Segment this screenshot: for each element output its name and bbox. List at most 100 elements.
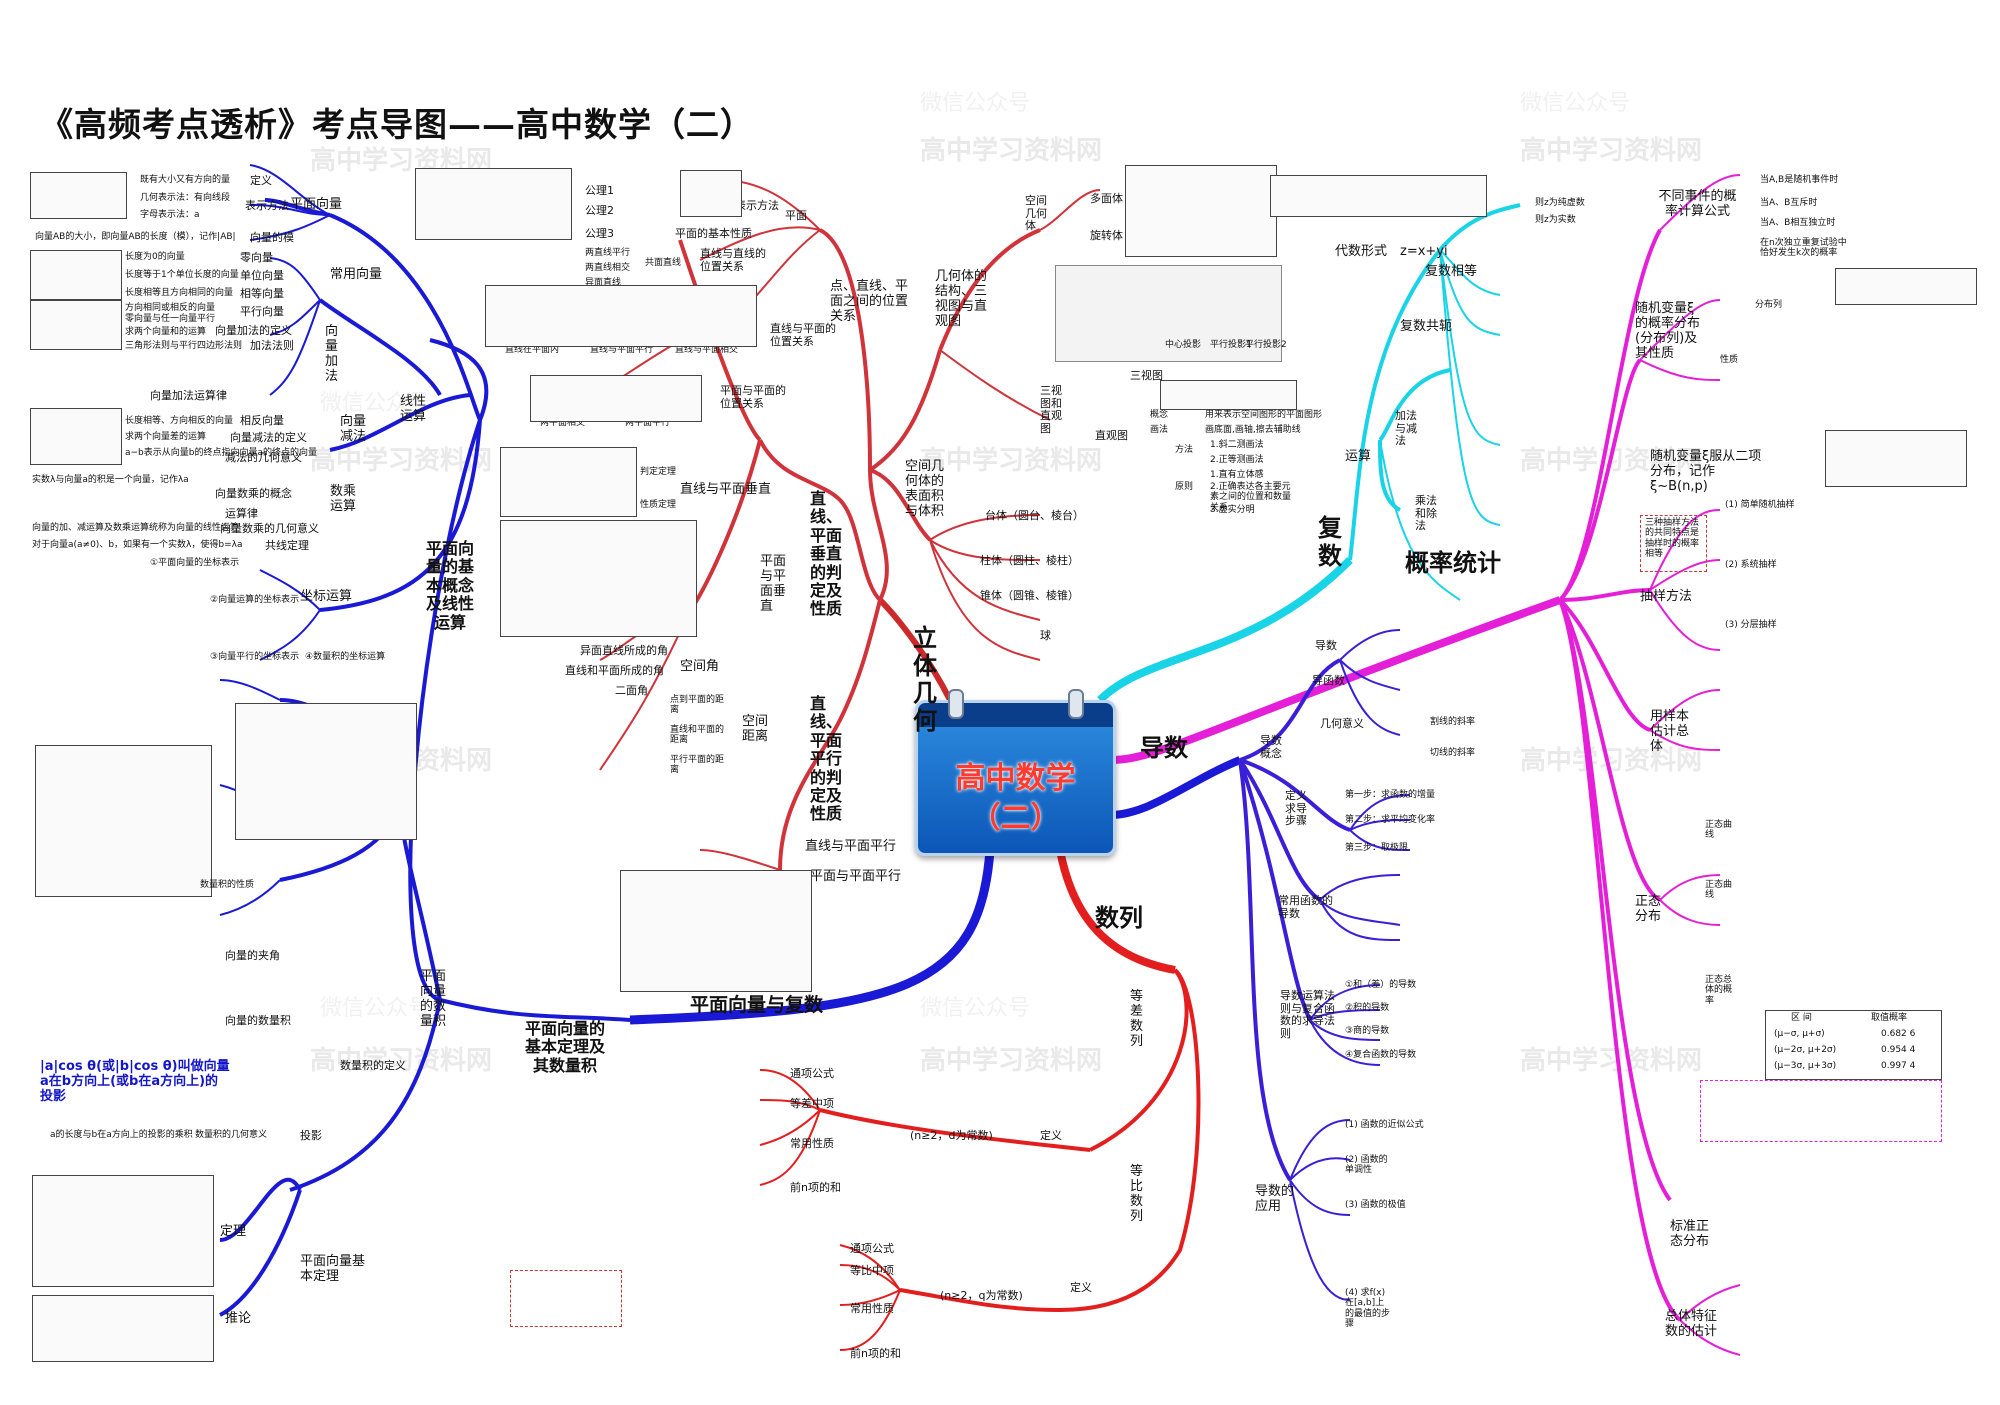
- geo-g3[interactable]: 空间几何体的表面积与体积: [905, 459, 945, 519]
- prob-char[interactable]: 总体特征数的估计: [1665, 1309, 1718, 1339]
- deriv-main[interactable]: 导数: [1140, 734, 1188, 762]
- node-prism[interactable]: 台体（圆台、棱台）: [985, 509, 1084, 522]
- geo-g5[interactable]: 直线、平面平行的判定及性质: [810, 694, 843, 824]
- prob-sampling[interactable]: 抽样方法: [1640, 589, 1693, 604]
- seq-gmid[interactable]: 等比中项: [850, 1264, 894, 1277]
- node-angle-lp[interactable]: 直线和平面所成的角: [565, 664, 664, 677]
- node-unit[interactable]: 单位向量: [240, 269, 284, 282]
- node-dist-pp[interactable]: 点到平面的距离: [670, 695, 725, 716]
- node-lp-perp[interactable]: 直线与平面垂直: [680, 482, 772, 497]
- node-polyhedron[interactable]: 多面体: [1090, 192, 1123, 205]
- seq-g-prop[interactable]: 常用性质: [850, 1302, 894, 1315]
- node-line-line[interactable]: 直线与直线的位置关系: [700, 247, 766, 273]
- geo-g4[interactable]: 直线、平面垂直的判定及性质: [810, 489, 843, 619]
- node-line-plane[interactable]: 直线与平面的位置关系: [770, 322, 836, 348]
- deriv-fn[interactable]: 导函数: [1312, 674, 1345, 687]
- node-dot-def[interactable]: 数量积的定义: [340, 1059, 406, 1072]
- node-linear[interactable]: 线性运算: [400, 394, 427, 424]
- node-scal-concept[interactable]: 向量数乘的概念: [215, 487, 292, 500]
- seq-arith[interactable]: 等差数列: [1130, 989, 1144, 1049]
- geo-main[interactable]: 立体几何: [913, 624, 937, 735]
- node-intuitive[interactable]: 直观图: [1095, 429, 1128, 442]
- deriv-deriv[interactable]: 导数: [1315, 639, 1337, 652]
- node-scalar-mul[interactable]: 数乘运算: [330, 484, 357, 514]
- node-sub-def[interactable]: 向量减法的定义: [230, 431, 307, 444]
- node-pp-par[interactable]: 平面与平面平行: [810, 869, 902, 884]
- deriv-rules[interactable]: 导数运算法则与复合函数的求导法则: [1280, 989, 1335, 1040]
- cplx-addsub[interactable]: 加法与减法: [1395, 409, 1417, 448]
- deriv-apply[interactable]: 导数的应用: [1255, 1184, 1295, 1214]
- node-pp-perp[interactable]: 平面与平面垂直: [760, 554, 787, 614]
- prob-estimate[interactable]: 用样本估计总体: [1650, 709, 1690, 754]
- node-plane-vec[interactable]: 平面向量: [290, 197, 343, 212]
- node-lp-par[interactable]: 直线与平面平行: [805, 839, 897, 854]
- node-basic-prop[interactable]: 平面的基本性质: [675, 227, 752, 240]
- seq-g-sum[interactable]: 前n项的和: [850, 1347, 901, 1360]
- node-three-intuit[interactable]: 三视图和直观图: [1040, 384, 1062, 435]
- seq-sum[interactable]: 前n项的和: [790, 1181, 841, 1194]
- deriv-common[interactable]: 常用函数的导数: [1278, 894, 1333, 920]
- node-thm[interactable]: 定理: [220, 1224, 247, 1239]
- node-zero[interactable]: 零向量: [240, 251, 273, 264]
- prob-std-normal[interactable]: 标准正态分布: [1670, 1219, 1710, 1249]
- prob-rv[interactable]: 随机变量ξ的概率分布(分布列)及其性质: [1635, 301, 1701, 361]
- node-common-vec[interactable]: 常用向量: [330, 267, 383, 282]
- node-add-rule[interactable]: 加法法则: [250, 339, 294, 352]
- node-dihedral[interactable]: 二面角: [615, 684, 648, 697]
- node-dot-prop[interactable]: 数量积的性质: [200, 880, 255, 890]
- cplx-equal[interactable]: 复数相等: [1425, 264, 1478, 279]
- deriv-geo[interactable]: 几何意义: [1320, 717, 1364, 730]
- node-projection[interactable]: 投影: [300, 1129, 322, 1142]
- node-dist-lp[interactable]: 直线和平面的距离: [670, 725, 725, 746]
- seq-def-g[interactable]: 定义: [1070, 1281, 1092, 1294]
- seq-geom[interactable]: 等比数列: [1130, 1164, 1144, 1224]
- seq-prop[interactable]: 常用性质: [790, 1137, 834, 1150]
- seq-general[interactable]: 通项公式: [790, 1067, 834, 1080]
- seq-mid[interactable]: 等差中项: [790, 1097, 834, 1110]
- node-proj-angle[interactable]: 向量的夹角: [225, 949, 280, 962]
- prob-binom[interactable]: 随机变量ξ服从二项分布，记作ξ~B(n,p): [1650, 449, 1762, 494]
- vec-main[interactable]: 平面向量与复数: [690, 994, 824, 1016]
- node-opp[interactable]: 相反向量: [240, 414, 284, 427]
- deriv-concept[interactable]: 导数概念: [1260, 734, 1282, 760]
- node-def[interactable]: 定义: [250, 174, 272, 187]
- geo-g7[interactable]: 空间距离: [742, 714, 769, 744]
- cplx-ops[interactable]: 运算: [1345, 449, 1372, 464]
- prob-indep[interactable]: 不同事件的概率计算公式: [1658, 189, 1737, 219]
- node-dist-ppar[interactable]: 平行平面的距离: [670, 755, 725, 776]
- node-proj-dot[interactable]: 向量的数量积: [225, 1014, 291, 1027]
- node-dot-geo[interactable]: 数量积的几何意义: [195, 1130, 268, 1140]
- geo-g2[interactable]: 几何体的结构、三视图与直观图: [935, 269, 988, 329]
- node-add-def[interactable]: 向量加法的定义: [215, 324, 292, 337]
- node-scal-geo[interactable]: 向量数乘的几何意义: [220, 522, 319, 535]
- center-node[interactable]: 高中数学 （二）: [915, 689, 1116, 856]
- node-magnitude[interactable]: 向量的模: [250, 231, 294, 244]
- node-scal-law[interactable]: 运算律: [225, 507, 258, 520]
- node-repr[interactable]: 表示方法: [245, 199, 289, 212]
- node-coord[interactable]: 坐标运算: [300, 589, 353, 604]
- geo-g1[interactable]: 点、直线、平面之间的位置关系: [830, 279, 909, 324]
- seq-def-a[interactable]: 定义: [1040, 1129, 1062, 1142]
- node-column[interactable]: 柱体（圆柱、棱柱）: [980, 554, 1079, 567]
- cplx-alg[interactable]: 代数形式: [1335, 244, 1388, 259]
- node-three-view[interactable]: 三视图: [1130, 369, 1163, 382]
- node-vec-sub[interactable]: 向量减法: [340, 414, 367, 444]
- node-add-law[interactable]: 向量加法运算律: [150, 389, 227, 402]
- deriv-steps[interactable]: 定义求导步骤: [1285, 789, 1307, 828]
- node-rotation[interactable]: 旋转体: [1090, 229, 1123, 242]
- node-angle-skew[interactable]: 异面直线所成的角: [580, 644, 668, 657]
- node-dot-sec[interactable]: 平面向量的数量积: [420, 969, 447, 1029]
- node-plane-plane[interactable]: 平面与平面的位置关系: [720, 384, 786, 410]
- node-collinear[interactable]: 共线定理: [265, 539, 309, 552]
- vec-b2[interactable]: 平面向量的基本定理及其数量积: [524, 1019, 605, 1075]
- node-parallel[interactable]: 平行向量: [240, 305, 284, 318]
- geo-g6[interactable]: 空间角: [680, 659, 720, 674]
- cplx-muldiv[interactable]: 乘法和除法: [1415, 494, 1437, 533]
- node-vec-add[interactable]: 向量加法: [325, 324, 339, 384]
- node-sub-geo[interactable]: 减法的几何意义: [225, 451, 302, 464]
- cplx-main[interactable]: 复数: [1318, 514, 1342, 570]
- prob-main[interactable]: 概率统计: [1405, 549, 1501, 577]
- node-basic-thm[interactable]: 平面向量基本定理: [300, 1254, 366, 1284]
- node-equal[interactable]: 相等向量: [240, 287, 284, 300]
- node-sphere[interactable]: 球: [1040, 629, 1051, 642]
